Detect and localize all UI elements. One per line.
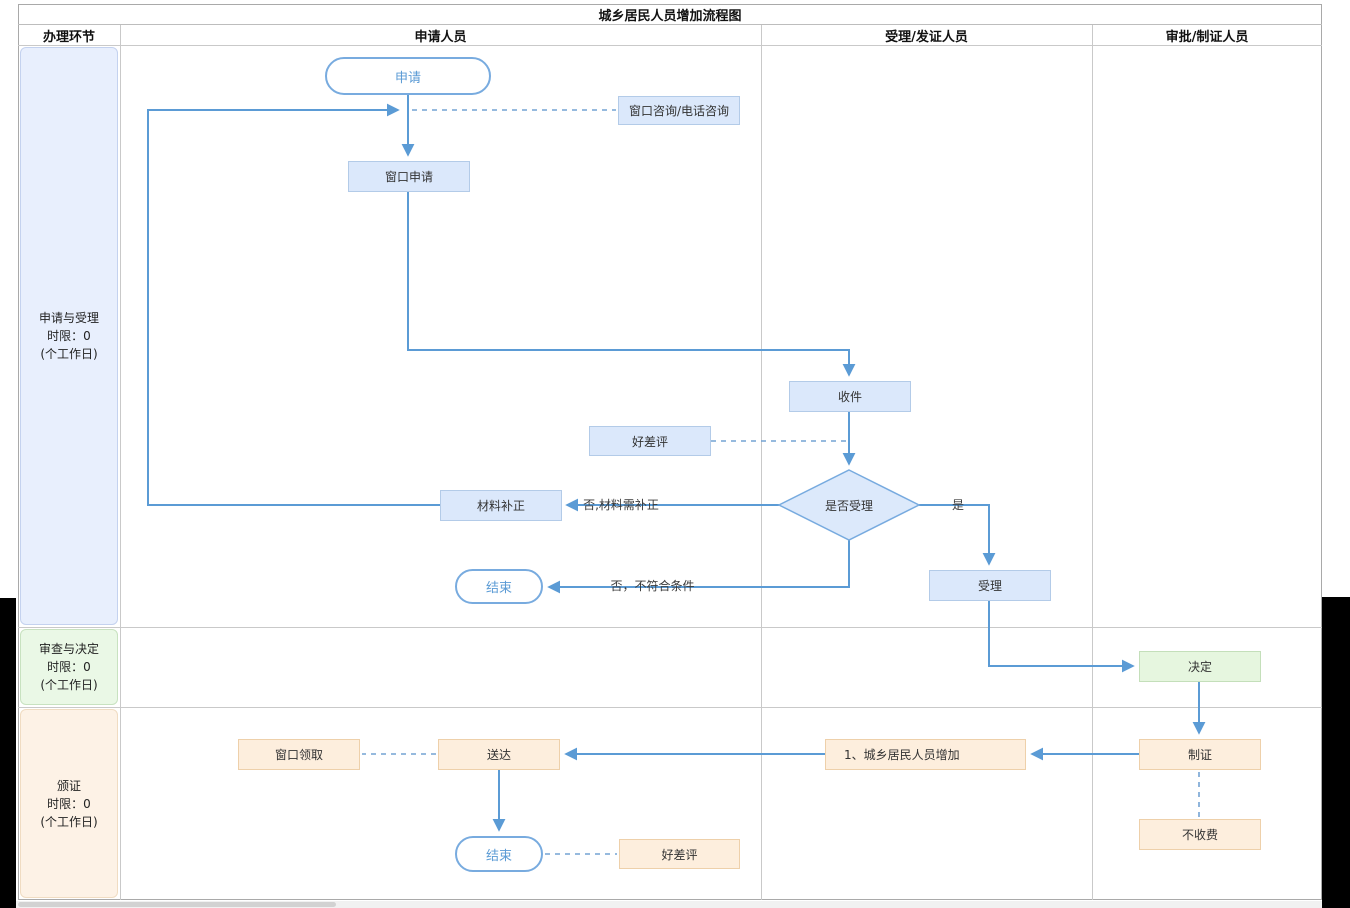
node-material-fix[interactable]: 材料补正 — [440, 490, 562, 521]
node-consult[interactable]: 窗口咨询/电话咨询 — [618, 96, 740, 125]
node-accept[interactable]: 受理 — [929, 570, 1051, 601]
decision-node-label[interactable]: 是否受理 — [824, 498, 873, 513]
horizontal-scrollbar-thumb[interactable] — [18, 902, 336, 907]
lane-unit: (个工作日) — [40, 814, 98, 829]
node-rating-bottom[interactable]: 好差评 — [619, 839, 740, 869]
lane-label-issue-cert: 颁证 时限：0 (个工作日) — [20, 709, 118, 898]
start-node-apply[interactable]: 申请 — [325, 57, 491, 95]
node-receive[interactable]: 收件 — [789, 381, 911, 412]
column-divider-1 — [120, 24, 121, 900]
edge-label-not-qualified: 否，不符合条件 — [610, 579, 695, 593]
lane-limit: 时限：0 — [47, 796, 91, 811]
lane-name: 颁证 — [56, 778, 81, 793]
header-divider — [18, 45, 1322, 46]
letterbox-right — [1322, 597, 1350, 908]
node-make-cert[interactable]: 制证 — [1139, 739, 1261, 770]
column-divider-3 — [1092, 24, 1093, 900]
lane-name: 审查与决定 — [38, 642, 99, 656]
lane-limit: 时限：0 — [47, 660, 91, 674]
node-decide[interactable]: 决定 — [1139, 651, 1261, 682]
lane-label-apply-accept: 申请与受理 时限：0 (个工作日) — [20, 47, 118, 625]
edge-label-need-fix: 否,材料需补正 — [583, 498, 659, 512]
lane-unit: (个工作日) — [40, 347, 98, 361]
lane-limit: 时限：0 — [47, 329, 91, 343]
node-no-fee[interactable]: 不收费 — [1139, 819, 1261, 850]
column-header-process-step: 办理环节 — [42, 29, 95, 45]
letterbox-left — [0, 598, 16, 908]
column-divider-2 — [761, 24, 762, 900]
lane-divider-1 — [18, 627, 1322, 628]
node-window-apply[interactable]: 窗口申请 — [348, 161, 470, 192]
column-header-approver: 审批/制证人员 — [1165, 29, 1249, 45]
column-header-applicant: 申请人员 — [414, 29, 467, 45]
node-window-pickup[interactable]: 窗口领取 — [238, 739, 360, 770]
diagram-title: 城乡居民人员增加流程图 — [18, 4, 1322, 25]
node-service-item[interactable]: 1、城乡居民人员增加 — [825, 739, 1026, 770]
column-header-acceptor: 受理/发证人员 — [885, 29, 968, 45]
lane-name: 申请与受理 — [38, 311, 99, 325]
lane-unit: (个工作日) — [40, 678, 98, 692]
end-node-mid[interactable]: 结束 — [455, 569, 543, 604]
edge-label-yes: 是 — [951, 498, 964, 512]
horizontal-scrollbar[interactable] — [16, 901, 1322, 908]
lane-label-review-decide: 审查与决定 时限：0 (个工作日) — [20, 629, 118, 705]
node-deliver[interactable]: 送达 — [438, 739, 560, 770]
end-node-final[interactable]: 结束 — [455, 836, 543, 872]
lane-divider-2 — [18, 707, 1322, 708]
node-rating-top[interactable]: 好差评 — [589, 426, 711, 456]
